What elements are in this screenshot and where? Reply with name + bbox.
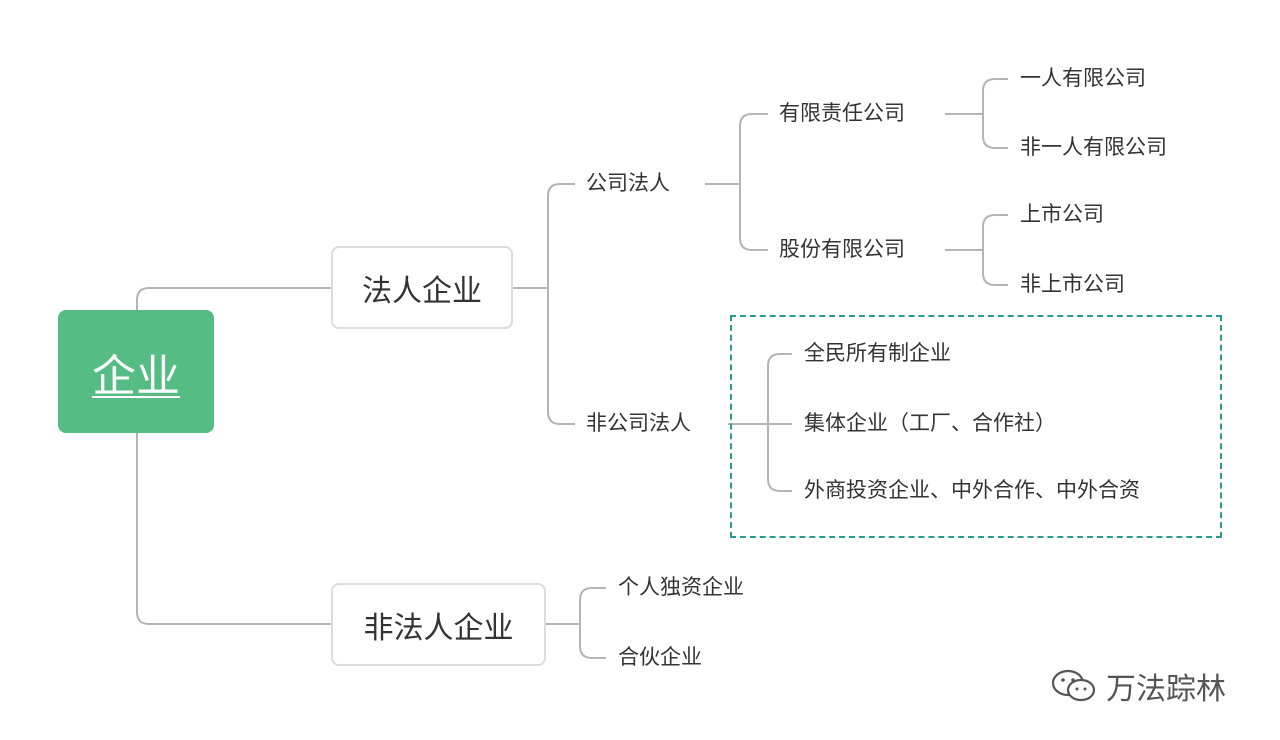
- node-unlisted-company: 非上市公司: [1020, 272, 1125, 296]
- node-legal-enterprise: 法人企业: [331, 246, 513, 329]
- node-sole-proprietorship: 个人独资企业: [618, 575, 744, 599]
- node-limited-liability-company: 有限责任公司: [779, 101, 905, 125]
- watermark-text: 万法踪林: [1106, 672, 1226, 707]
- node-partnership: 合伙企业: [618, 645, 702, 669]
- node-joint-stock-company: 股份有限公司: [779, 237, 905, 261]
- node-non-company-legal-person: 非公司法人: [586, 411, 691, 435]
- watermark: 万法踪林: [1050, 666, 1226, 707]
- node-one-person-ltd: 一人有限公司: [1020, 66, 1146, 90]
- node-collective-enterprise: 集体企业（工厂、合作社）: [804, 411, 1056, 435]
- node-company-legal-person: 公司法人: [586, 171, 670, 195]
- root-node: 企业: [58, 310, 214, 433]
- node-state-owned-enterprise: 全民所有制企业: [804, 341, 951, 365]
- node-non-one-person-ltd: 非一人有限公司: [1020, 135, 1167, 159]
- wechat-icon: [1051, 669, 1096, 702]
- non-company-group-frame: [730, 315, 1222, 538]
- node-foreign-invested-enterprise: 外商投资企业、中外合作、中外合资: [804, 478, 1140, 502]
- node-non-legal-enterprise: 非法人企业: [331, 583, 546, 666]
- node-listed-company: 上市公司: [1020, 202, 1104, 226]
